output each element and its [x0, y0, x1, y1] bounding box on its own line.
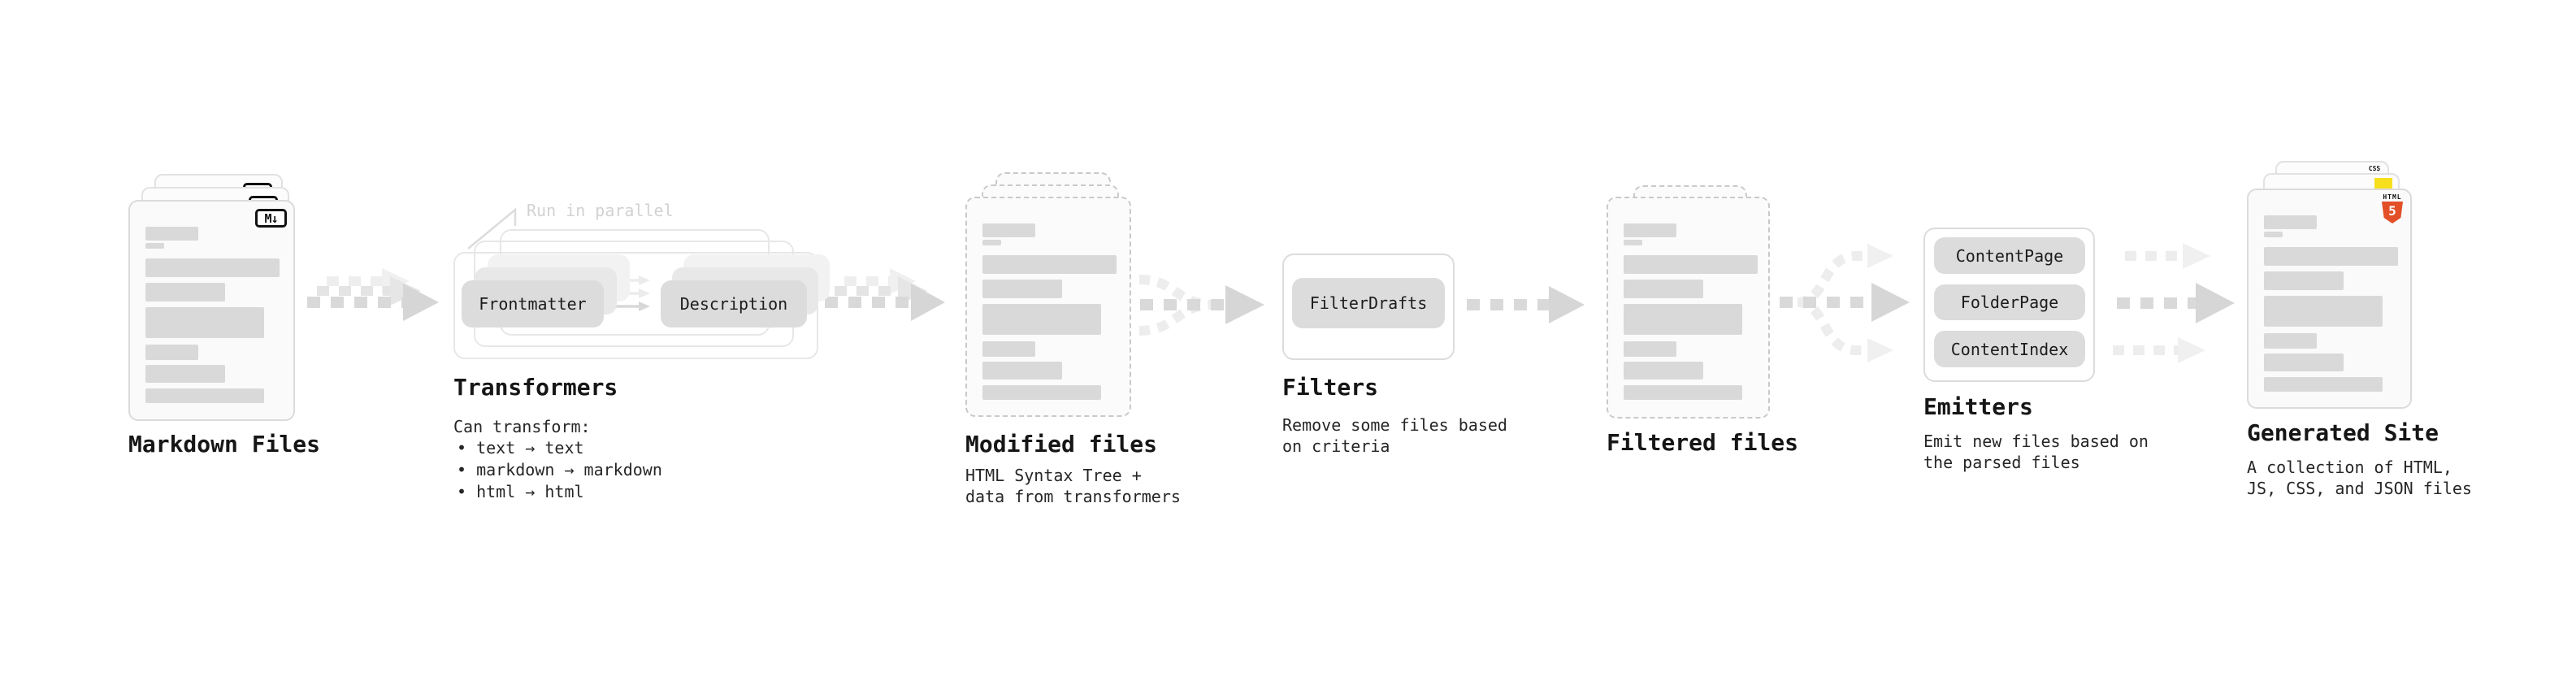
description-pill: Description [661, 280, 807, 327]
doc-line [2264, 232, 2283, 237]
doc-line [982, 280, 1062, 298]
filterdrafts-pill: FilterDrafts [1292, 278, 1445, 328]
run-in-parallel-annotation: Run in parallel [527, 201, 674, 220]
doc-line [1624, 304, 1742, 335]
doc-line [982, 240, 1001, 245]
generated-site-label: Generated Site [2247, 419, 2439, 446]
doc-line [1624, 362, 1703, 380]
bullet-item: text → text [457, 437, 662, 459]
bullet-item: html → html [457, 481, 662, 503]
doc-line [1624, 255, 1758, 274]
transformers-label: Transformers [453, 374, 618, 401]
bullet-item: markdown → markdown [457, 459, 662, 481]
javascript-icon [2374, 178, 2392, 189]
modified-files-description: HTML Syntax Tree + data from transformer… [965, 466, 1181, 506]
doc-line [982, 304, 1101, 335]
doc-line [145, 307, 264, 338]
doc-line [1624, 385, 1742, 400]
contentpage-pill: ContentPage [1934, 237, 2085, 274]
doc-line [1624, 223, 1676, 237]
doc-line [1624, 280, 1703, 298]
doc-line [2264, 271, 2344, 290]
doc-line [145, 388, 264, 403]
html5-icon-number: 5 [2388, 203, 2396, 219]
filters-description: Remove some files based on criteria [1282, 415, 1507, 456]
markdown-files-label: Markdown Files [128, 431, 321, 458]
contentindex-pill: ContentIndex [1934, 331, 2085, 367]
html5-icon: HTML 5 [2380, 193, 2405, 223]
emitters-description: Emit new files based on the parsed files [1923, 432, 2149, 472]
doc-line [982, 385, 1101, 400]
modified-file-card [965, 197, 1131, 417]
arrow-filters-to-filtered-icon [1467, 286, 1585, 323]
doc-line [2264, 377, 2383, 392]
doc-line [145, 345, 198, 360]
filtered-file-card [1607, 197, 1770, 419]
filters-label: Filters [1282, 374, 1379, 401]
doc-line [2264, 247, 2398, 266]
doc-line [2264, 296, 2383, 327]
doc-line [982, 255, 1117, 274]
run-in-parallel-leader-line [467, 207, 517, 249]
doc-line [145, 365, 225, 383]
site-file-card: HTML 5 [2247, 189, 2412, 409]
doc-line [145, 283, 225, 301]
arrow-markdown-to-transformers-icon [307, 268, 439, 321]
doc-line [1624, 240, 1642, 245]
doc-line [145, 243, 164, 249]
arrow-transformers-to-modified-icon [825, 268, 945, 321]
css-icon-label: CSS [2368, 165, 2381, 172]
folderpage-pill: FolderPage [1934, 284, 2085, 320]
doc-line [982, 223, 1035, 237]
emitters-label: Emitters [1923, 393, 2033, 420]
arrow-filtered-to-emitters-icon [1780, 244, 1910, 362]
filtered-files-label: Filtered files [1607, 429, 1799, 456]
markdown-file-card: M↓ [128, 200, 295, 421]
doc-line [145, 227, 198, 241]
doc-line [2264, 215, 2317, 229]
doc-line [982, 341, 1035, 357]
transformers-note-title: Can transform: [453, 417, 591, 436]
frontmatter-pill: Frontmatter [462, 280, 604, 327]
markdown-icon: M↓ [255, 209, 287, 228]
generated-site-description: A collection of HTML, JS, CSS, and JSON … [2247, 458, 2472, 498]
doc-line [982, 362, 1062, 380]
doc-line [1624, 341, 1676, 357]
arrow-modified-to-filters-icon [1138, 275, 1264, 336]
doc-line [2264, 333, 2317, 349]
doc-line [2264, 354, 2344, 371]
html5-icon-label: HTML [2383, 193, 2402, 201]
doc-line [145, 258, 280, 277]
html5-icon-shield: 5 [2382, 202, 2403, 223]
modified-files-label: Modified files [965, 431, 1158, 458]
transformers-bullet-list: text → text markdown → markdown html → h… [457, 437, 662, 503]
arrow-emitters-to-site-icon [2113, 243, 2235, 363]
